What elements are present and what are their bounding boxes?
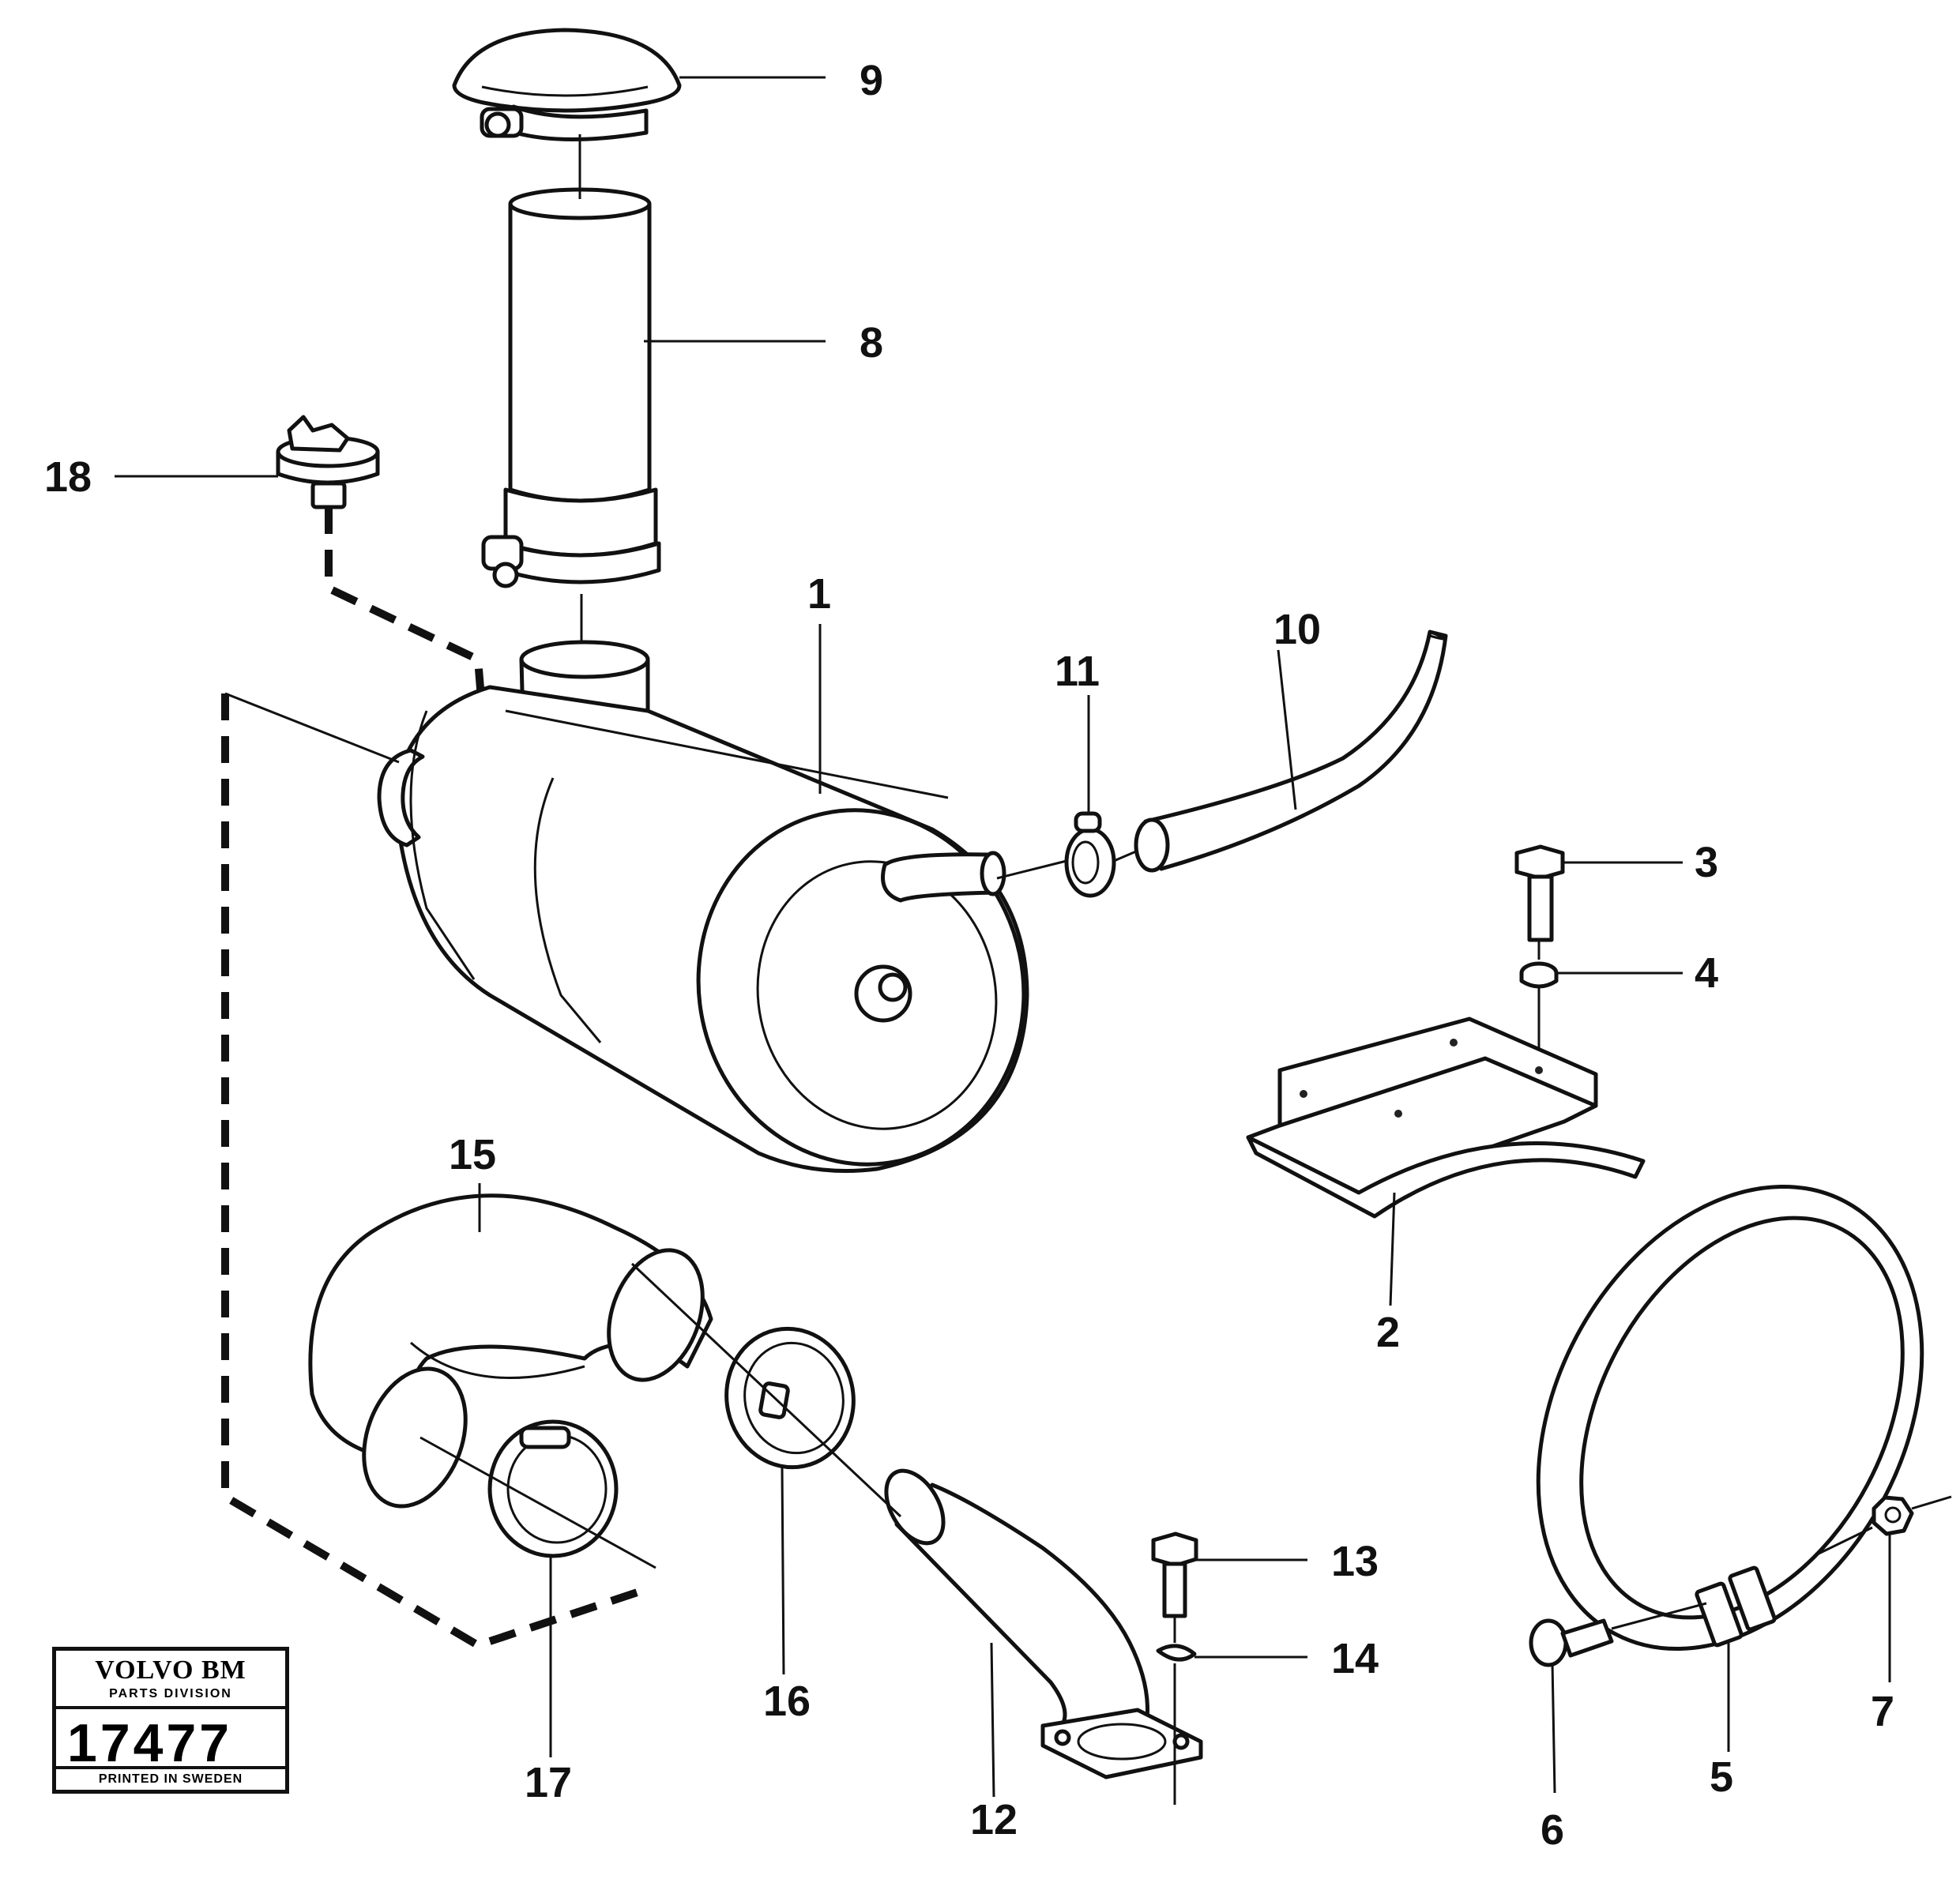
label-part-7: 7 <box>1871 1688 1894 1735</box>
bolt-3 <box>1514 844 1565 942</box>
intake-pipe <box>884 1468 1203 1779</box>
label-part-17: 17 <box>525 1759 572 1806</box>
label-part-6: 6 <box>1541 1806 1564 1854</box>
label-part-12: 12 <box>970 1796 1018 1843</box>
small-hose-clamp <box>1064 811 1116 898</box>
air-cleaner-housing <box>377 640 1029 1173</box>
mounting-bracket <box>1246 1017 1646 1219</box>
washer-4 <box>1519 961 1559 989</box>
label-part-9: 9 <box>860 57 883 104</box>
parts-division-stamp: VOLVO BM PARTS DIVISION 17477 PRINTED IN… <box>52 1647 289 1794</box>
vacuator-hose <box>1134 629 1448 873</box>
stamp-division: PARTS DIVISION <box>56 1687 285 1709</box>
label-part-10: 10 <box>1273 606 1321 653</box>
lock-washer-14 <box>1156 1644 1197 1662</box>
service-indicator <box>276 415 380 509</box>
stamp-brand: VOLVO BM <box>95 1655 246 1685</box>
label-part-1: 1 <box>807 570 831 618</box>
strap-band <box>1536 1184 1924 1652</box>
bolt-13 <box>1151 1531 1198 1618</box>
stamp-printed: PRINTED IN SWEDEN <box>56 1766 285 1790</box>
label-part-4: 4 <box>1695 949 1718 997</box>
nut-7 <box>1872 1495 1914 1536</box>
label-part-2: 2 <box>1376 1309 1400 1356</box>
label-part-14: 14 <box>1331 1635 1379 1682</box>
rain-cap <box>452 28 682 141</box>
label-part-5: 5 <box>1710 1753 1733 1801</box>
stamp-number: 17477 <box>67 1713 233 1773</box>
bolt-6 <box>1529 1618 1614 1667</box>
hose-clamp-17 <box>487 1419 619 1558</box>
label-part-13: 13 <box>1331 1538 1379 1585</box>
label-part-11: 11 <box>1055 648 1100 695</box>
hose-clamp-16 <box>724 1326 856 1470</box>
label-part-8: 8 <box>860 319 883 366</box>
elbow-hose <box>308 1193 713 1509</box>
label-part-15: 15 <box>449 1131 496 1178</box>
label-part-3: 3 <box>1695 839 1718 886</box>
filter-element <box>481 187 661 588</box>
label-part-16: 16 <box>763 1678 811 1725</box>
label-part-18: 18 <box>44 453 92 501</box>
